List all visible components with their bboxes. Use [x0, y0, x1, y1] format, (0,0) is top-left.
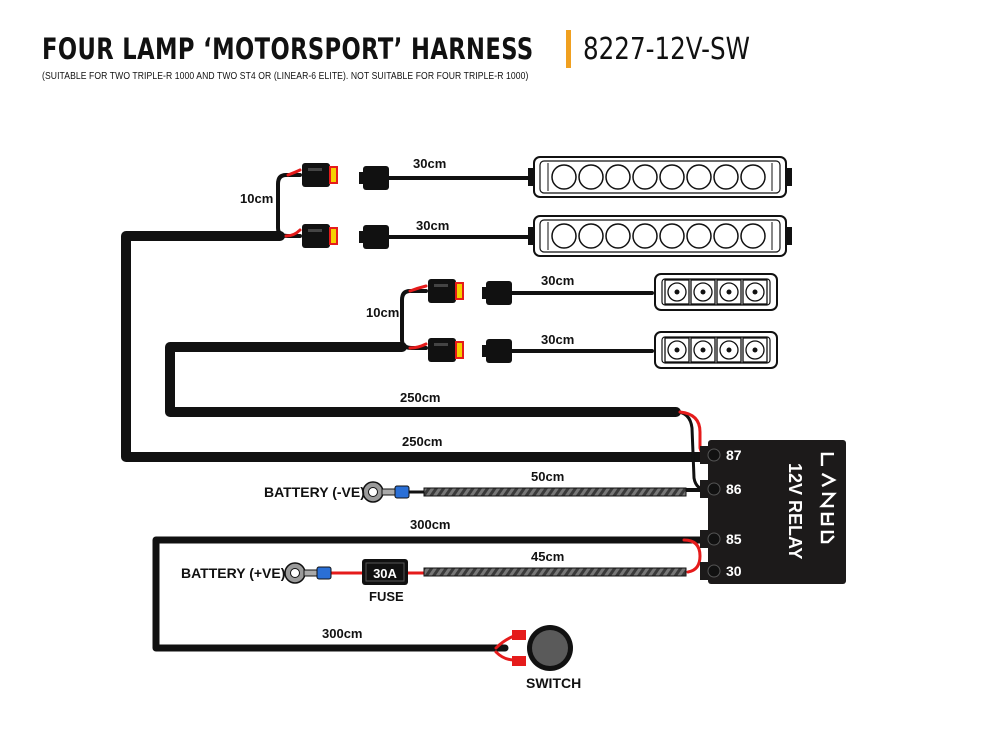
label-top-lamp1-cable: 30cm [413, 156, 446, 171]
lamp-triple-r-1000-top [527, 156, 793, 198]
part-code: 8227-12V-SW [583, 31, 750, 67]
lamp-triple-r-1000-bottom [527, 215, 793, 257]
connector-male-4 [482, 339, 512, 363]
connector-female-1 [301, 162, 338, 188]
label-battery-neg: BATTERY (-VE) [264, 484, 365, 500]
label-top-branch: 10cm [240, 191, 273, 206]
connector-female-4 [427, 337, 464, 363]
title-divider [566, 30, 571, 68]
battery-positive-terminal [284, 562, 332, 584]
label-neg-cable: 50cm [531, 469, 564, 484]
relay-pin-86: 86 [726, 481, 742, 497]
label-top-lamp2-cable: 30cm [416, 218, 449, 233]
connector-female-3 [427, 278, 464, 304]
label-fuse: FUSE [369, 589, 404, 604]
label-mid-lamp1-cable: 30cm [541, 273, 574, 288]
relay-12v [700, 440, 846, 584]
relay-pin-30: 30 [726, 563, 742, 579]
relay-pin-87: 87 [726, 447, 742, 463]
title-row: FOUR LAMP ‘MOTORSPORT’ HARNESS 8227-12V-… [42, 30, 982, 68]
relay-pin-85: 85 [726, 531, 742, 547]
braided-sleeve-neg [423, 487, 687, 497]
lamp-st4-top [654, 273, 778, 311]
label-fuse-rating: 30A [373, 566, 397, 581]
fuse-holder [362, 559, 408, 585]
label-mid-lamp2-cable: 30cm [541, 332, 574, 347]
label-battery-pos: BATTERY (+VE) [181, 565, 285, 581]
label-main-run-1: 250cm [400, 390, 440, 405]
label-mid-branch: 10cm [366, 305, 399, 320]
rocker-switch [512, 625, 573, 671]
subtitle: (SUITABLE FOR TWO TRIPLE-R 1000 AND TWO … [42, 71, 529, 82]
header: FOUR LAMP ‘MOTORSPORT’ HARNESS 8227-12V-… [42, 30, 982, 82]
lamp-st4-bottom [654, 331, 778, 369]
connector-male-2 [359, 225, 389, 249]
label-pos-cable: 45cm [531, 549, 564, 564]
label-switch: SWITCH [526, 675, 581, 691]
relay-label: 12V RELAY [785, 463, 805, 559]
label-switch-run-bottom: 300cm [322, 626, 362, 641]
harness-wires [121, 173, 713, 652]
label-main-run-2: 250cm [402, 434, 442, 449]
braided-sleeve-pos [423, 567, 687, 577]
relay-brand-logo [819, 452, 837, 544]
connector-female-2 [301, 223, 338, 249]
connector-male-3 [482, 281, 512, 305]
label-switch-run-top: 300cm [410, 517, 450, 532]
connector-male-1 [359, 166, 389, 190]
battery-negative-terminal [362, 481, 410, 503]
